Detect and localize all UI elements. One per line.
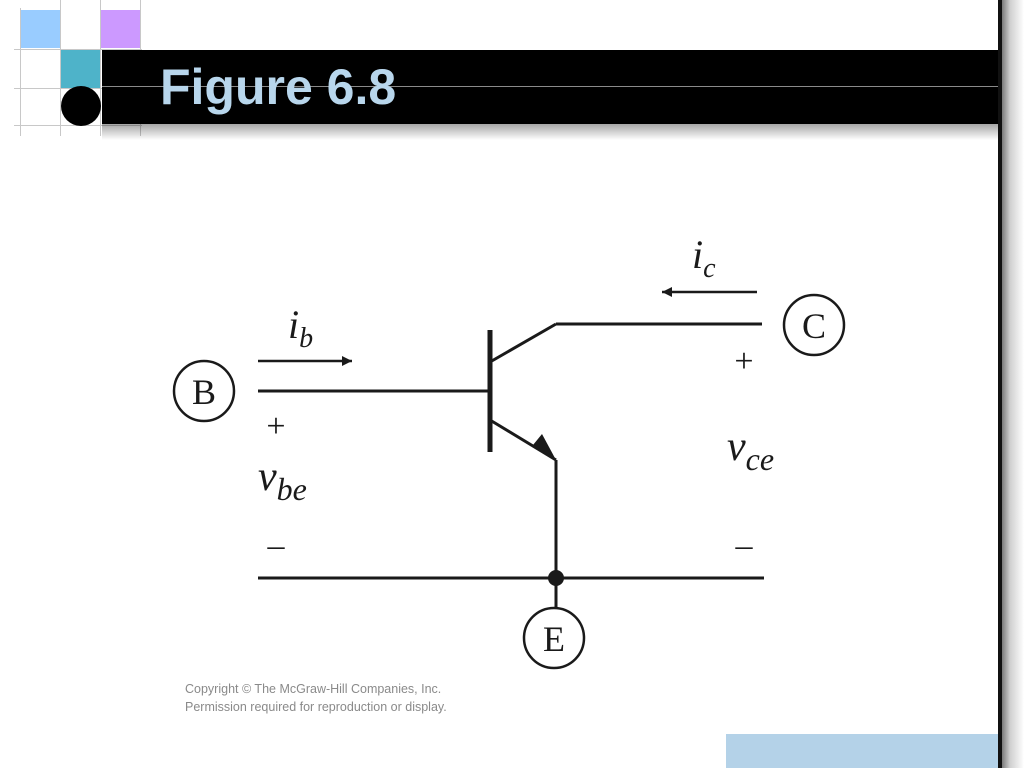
ic-label: ic (692, 232, 716, 284)
slide-title: Figure 6.8 (160, 59, 397, 115)
junction-dot (548, 570, 564, 586)
decor-corner-box (726, 734, 998, 768)
base-terminal-label: B (192, 372, 216, 412)
vbe-label: vbe (258, 454, 307, 507)
decor-black-circle (61, 86, 101, 126)
ib-label: ib (288, 302, 313, 354)
grid-line (60, 0, 61, 136)
vce-plus-sign: + (734, 343, 753, 380)
base-terminal-circle (172, 359, 236, 423)
vce-label: vce (727, 424, 774, 477)
decor-square-teal (61, 50, 100, 88)
decor-square-light-blue (21, 10, 60, 48)
emitter-lead (489, 418, 557, 462)
grid-line (100, 0, 101, 136)
collector-lead (489, 322, 557, 364)
title-underline (102, 86, 998, 87)
copyright-notice: Copyright © The McGraw-Hill Companies, I… (185, 680, 447, 716)
emitter-terminal-label: E (543, 619, 565, 659)
grid-line (14, 49, 142, 50)
grid-line (20, 8, 21, 136)
vce-minus-sign: – (735, 527, 754, 564)
permission-line: Permission required for reproduction or … (185, 700, 447, 714)
emitter-terminal-circle (522, 606, 586, 670)
collector-terminal-label: C (802, 306, 826, 346)
title-bar (102, 50, 998, 124)
decor-square-purple (101, 10, 140, 48)
title-bar-shadow (102, 124, 998, 140)
collector-terminal-circle (782, 293, 846, 357)
copyright-line: Copyright © The McGraw-Hill Companies, I… (185, 682, 442, 696)
emitter-arrow-icon (533, 434, 556, 460)
vbe-plus-sign: + (266, 408, 285, 445)
vbe-minus-sign: – (267, 527, 286, 564)
page-right-border (998, 0, 1024, 768)
